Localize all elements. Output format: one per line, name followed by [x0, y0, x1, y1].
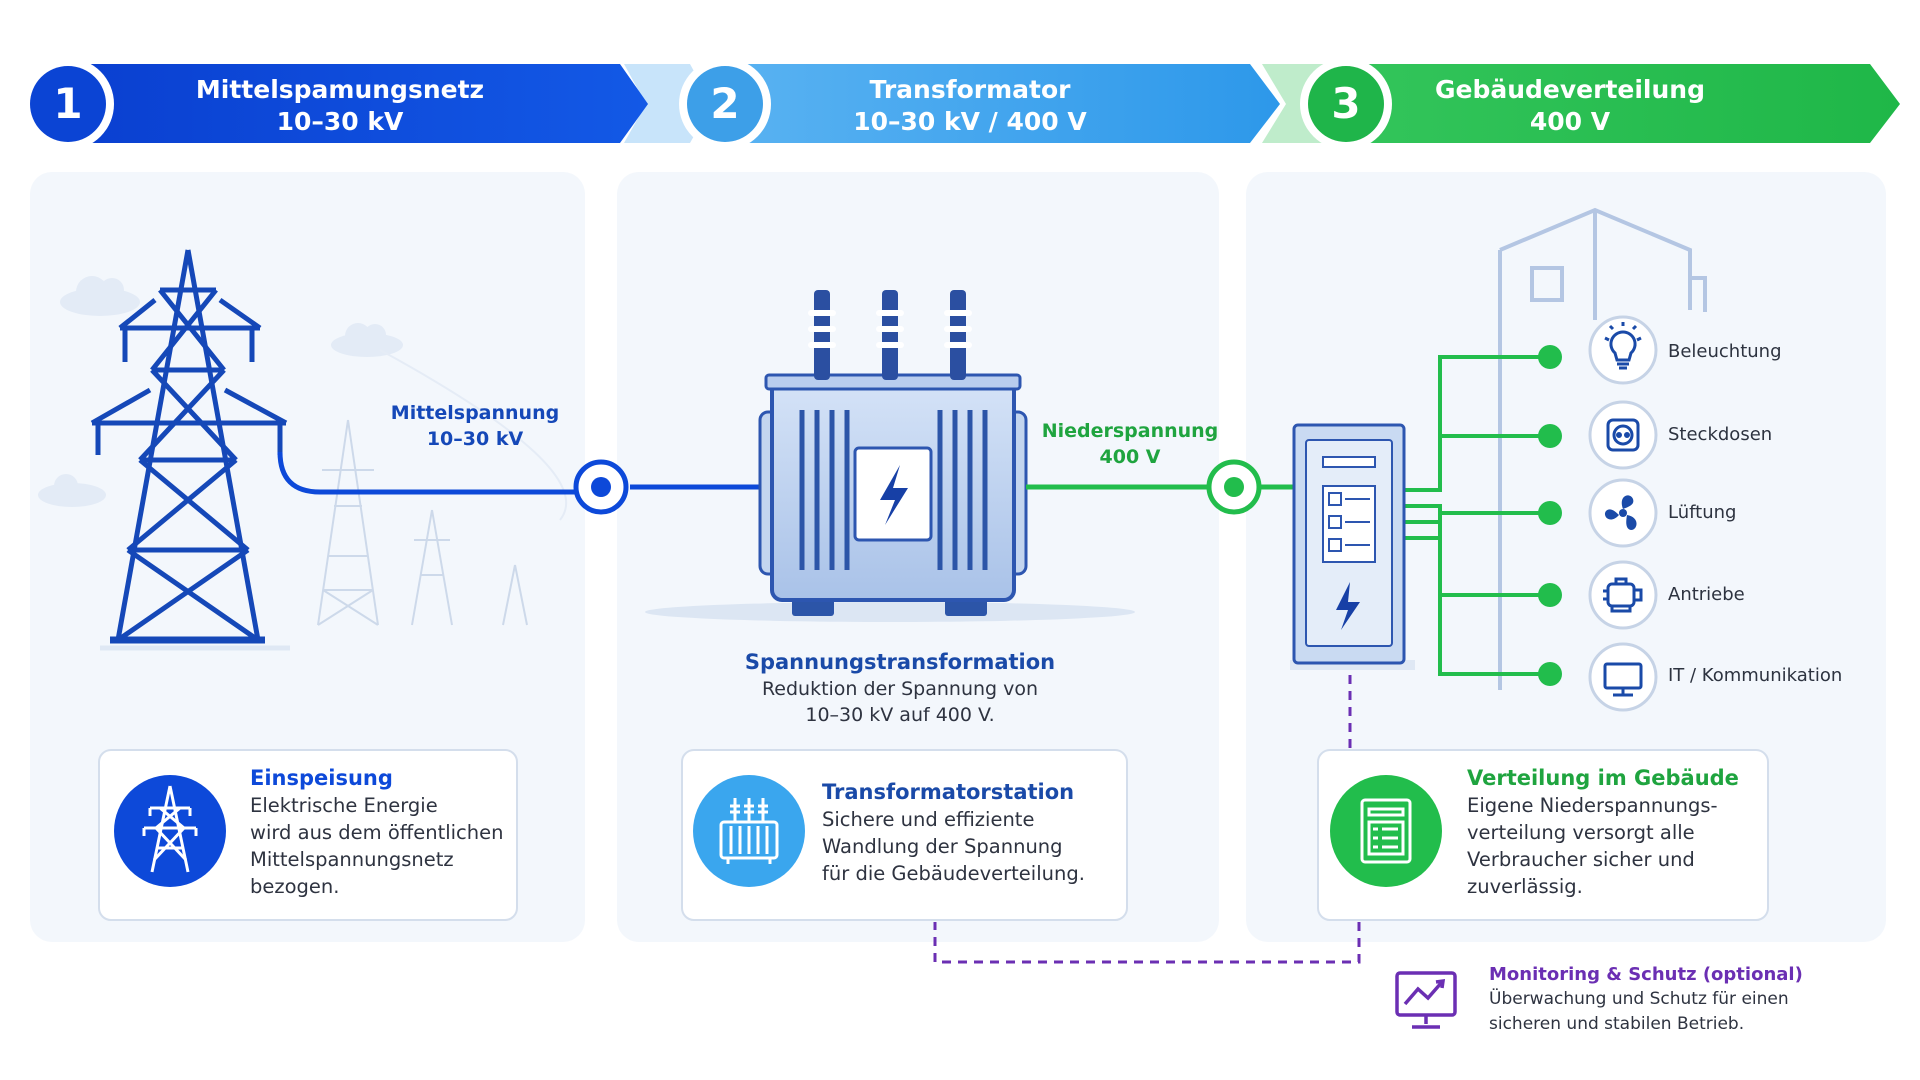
light-bulb-icon: [1604, 322, 1642, 370]
step-banner-2: [624, 58, 1280, 150]
consumer-label-lueftung: Lüftung: [1668, 502, 1737, 523]
card-verteilung-content: Verteilung im Gebäude Eigene Niederspann…: [1467, 764, 1762, 900]
step-1-voltage: 10–30 kV: [276, 107, 404, 136]
distribution-board-icon: [1360, 798, 1412, 864]
fan-icon: [1604, 495, 1637, 530]
step-banner-3: [1262, 58, 1900, 150]
card-einspeisung-title: Einspeisung: [250, 766, 393, 790]
lv-label-text: Niederspannung: [1041, 420, 1219, 442]
transformation-title: Spannungstransformation: [744, 650, 1056, 674]
step-number-3: 3: [1331, 79, 1361, 128]
mv-label-text: Mittelspannung: [390, 402, 560, 424]
step-number-2: 2: [710, 79, 740, 128]
consumer-label-beleuchtung: Beleuchtung: [1668, 341, 1782, 362]
consumer-label-steckdosen: Steckdosen: [1668, 424, 1773, 445]
monitoring-line: [933, 675, 1361, 964]
step-2-voltage: 10–30 kV / 400 V: [853, 107, 1087, 136]
distribution-cabinet-icon: [1290, 423, 1415, 670]
mv-connection-node: [573, 459, 629, 515]
step-banner-1: [22, 58, 648, 150]
motor-icon: [1603, 577, 1643, 613]
monitoring-box: Monitoring & Schutz (optional) Überwachu…: [1489, 962, 1889, 1037]
mv-label-voltage: 10–30 kV: [426, 428, 524, 450]
step-number-1: 1: [53, 79, 83, 128]
background-tower-icon: [317, 349, 568, 626]
cloud-icon: [38, 276, 403, 507]
card-verteilung-title: Verteilung im Gebäude: [1467, 766, 1739, 790]
lv-connection-node: [1206, 459, 1262, 515]
transformation-text-2: 10–30 kV auf 400 V.: [805, 704, 995, 726]
house-outline: [1498, 207, 1707, 690]
card-verteilung: [1317, 749, 1769, 921]
consumer-label-antriebe: Antriebe: [1668, 584, 1745, 605]
consumer-nodes: [1538, 345, 1562, 686]
monitoring-line-2: sicheren und stabilen Betrieb.: [1489, 1014, 1745, 1034]
lv-label-voltage: 400 V: [1099, 446, 1161, 468]
power-tower-icon: [90, 249, 288, 644]
consumer-branches: [1405, 355, 1550, 676]
card-transformatorstation-content: Transformatorstation Sichere und effizie…: [822, 778, 1122, 887]
consumer-label-it: IT / Kommunikation: [1668, 665, 1843, 686]
mv-label: Mittelspannung 10–30 kV: [390, 400, 560, 452]
power-tower-icon: [142, 785, 198, 873]
transformation-description: Spannungstransformation Reduktion der Sp…: [700, 648, 1100, 728]
lv-label: Niederspannung 400 V: [1040, 418, 1220, 470]
step-1-name: Mittelspamungsnetz: [195, 75, 485, 104]
step-2-name: Transformator: [869, 75, 1071, 104]
card-transformatorstation-text: Sichere und effiziente Wandlung der Span…: [822, 808, 1085, 885]
socket-icon: [1606, 418, 1640, 452]
monitoring-line-1: Überwachung und Schutz für einen: [1489, 989, 1789, 1009]
step-3-voltage: 400 V: [1529, 107, 1611, 136]
transformer-icon: [645, 290, 1135, 622]
card-transformatorstation-title: Transformatorstation: [822, 780, 1075, 804]
transformation-text-1: Reduktion der Spannung von: [761, 678, 1039, 700]
card-einspeisung-content: Einspeisung Elektrische Energie wird aus…: [250, 764, 510, 900]
card-einspeisung-text: Elektrische Energie wird aus dem öffentl…: [250, 794, 504, 898]
monitor-icon: [1603, 662, 1643, 697]
monitoring-title: Monitoring & Schutz (optional): [1489, 964, 1803, 985]
transformer-icon: [719, 798, 779, 864]
step-3-title: Gebäudeverteilung 400 V: [1390, 74, 1750, 138]
step-1-title: Mittelspamungsnetz 10–30 kV: [120, 74, 560, 138]
card-transformatorstation: [681, 749, 1128, 921]
card-verteilung-text: Eigene Niederspannungs- verteilung verso…: [1467, 794, 1718, 898]
mv-line: [277, 451, 760, 495]
monitoring-icon: [1395, 971, 1457, 1029]
step-3-name: Gebäudeverteilung: [1434, 75, 1705, 104]
step-2-title: Transformator 10–30 kV / 400 V: [760, 74, 1180, 138]
